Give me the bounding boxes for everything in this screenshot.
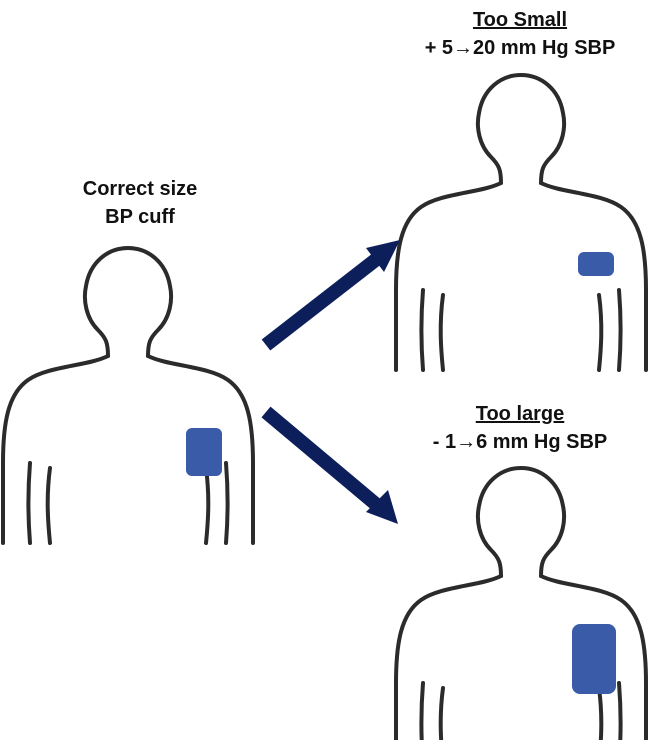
label-correct-line1: Correct size [82,178,198,200]
label-correct-line2: BP cuff [105,206,175,228]
person-too-small [394,73,648,372]
label-too-small-title: Too Small [472,9,568,31]
person-correct [1,246,255,545]
label-too-large-title: Too large [475,403,565,425]
arrow-to-too-small [261,240,400,351]
bp-cuff-correct [186,428,222,476]
person-too-large [394,466,648,740]
label-too-large: Too large - 1→6 mm Hg SBP [405,400,635,456]
bp-cuff-too-large [572,624,616,694]
label-too-small: Too Small + 5→20 mm Hg SBP [405,6,635,62]
label-correct-size: Correct size BP cuff [40,175,240,231]
label-too-large-effect: - 1→6 mm Hg SBP [432,431,608,453]
arrow-to-too-large [261,406,398,524]
label-too-small-effect: + 5→20 mm Hg SBP [424,37,616,59]
bp-cuff-too-small [578,252,614,276]
